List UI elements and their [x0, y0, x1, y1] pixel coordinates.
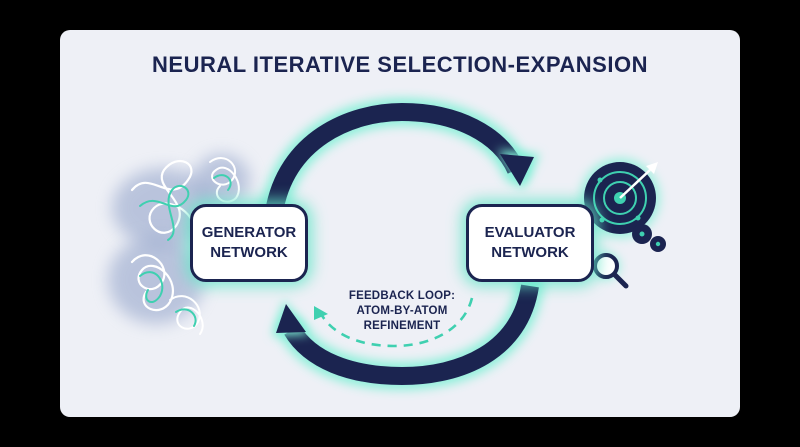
feedback-line2: ATOM-BY-ATOM — [356, 305, 448, 317]
evaluator-network-box: EVALUATOR NETWORK — [466, 204, 594, 282]
target-icon — [580, 158, 666, 252]
diagram-card: NEURAL ITERATIVE SELECTION-EXPANSION — [60, 30, 740, 417]
generator-network-box: GENERATOR NETWORK — [190, 204, 308, 282]
evaluator-label-line2: NETWORK — [491, 244, 569, 261]
generator-label-line2: NETWORK — [210, 244, 288, 261]
evaluator-label-line1: EVALUATOR — [484, 224, 576, 241]
top-cycle-arrow-icon — [260, 97, 540, 226]
dashed-feedback-arrow-icon — [314, 297, 474, 348]
feedback-loop-label: FEEDBACK LOOP: ATOM-BY-ATOM REFINEMENT — [322, 289, 482, 334]
diagram-title: NEURAL ITERATIVE SELECTION-EXPANSION — [152, 52, 648, 77]
bottom-cycle-arrow-icon — [272, 272, 544, 391]
generator-label-line1: GENERATOR — [201, 224, 297, 241]
feedback-line3: REFINEMENT — [363, 320, 441, 332]
magnifier-icon — [592, 252, 629, 289]
cycle-diagram — [108, 97, 666, 391]
feedback-line1: FEEDBACK LOOP: — [348, 290, 456, 302]
